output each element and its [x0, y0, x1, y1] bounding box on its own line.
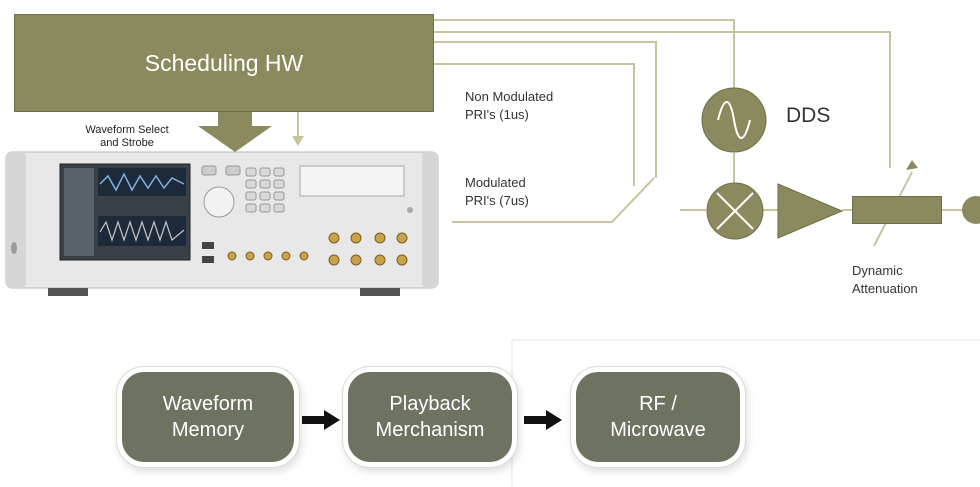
mixer-icon: [706, 182, 764, 240]
flow-arrow-icon: [302, 410, 340, 430]
scheduling-hw-box: Scheduling HW: [14, 14, 434, 112]
rf-microwave-box: RF / Microwave: [576, 372, 740, 462]
waveform-generator-instrument: [5, 151, 439, 296]
flow-arrow-icon: [524, 410, 562, 430]
dds-label: DDS: [786, 104, 831, 127]
amplifier-icon: [777, 183, 844, 239]
non-modulated-label: Non Modulated PRI's (1us): [465, 89, 554, 122]
waveform-select-label: Waveform Select and Strobe: [85, 124, 169, 149]
down-arrow-icon: [198, 112, 272, 152]
dds-oscillator-icon: [701, 87, 767, 153]
waveform-memory-box: Waveform Memory: [122, 372, 294, 462]
output-port-icon: [962, 196, 980, 224]
dynamic-attenuation-label: Dynamic Attenuation: [852, 263, 918, 296]
playback-mechanism-box: Playback Merchanism: [348, 372, 512, 462]
modulated-label: Modulated PRI's (7us): [465, 175, 529, 208]
scheduling-hw-label: Scheduling HW: [144, 49, 304, 76]
attenuator-block: [852, 196, 942, 224]
